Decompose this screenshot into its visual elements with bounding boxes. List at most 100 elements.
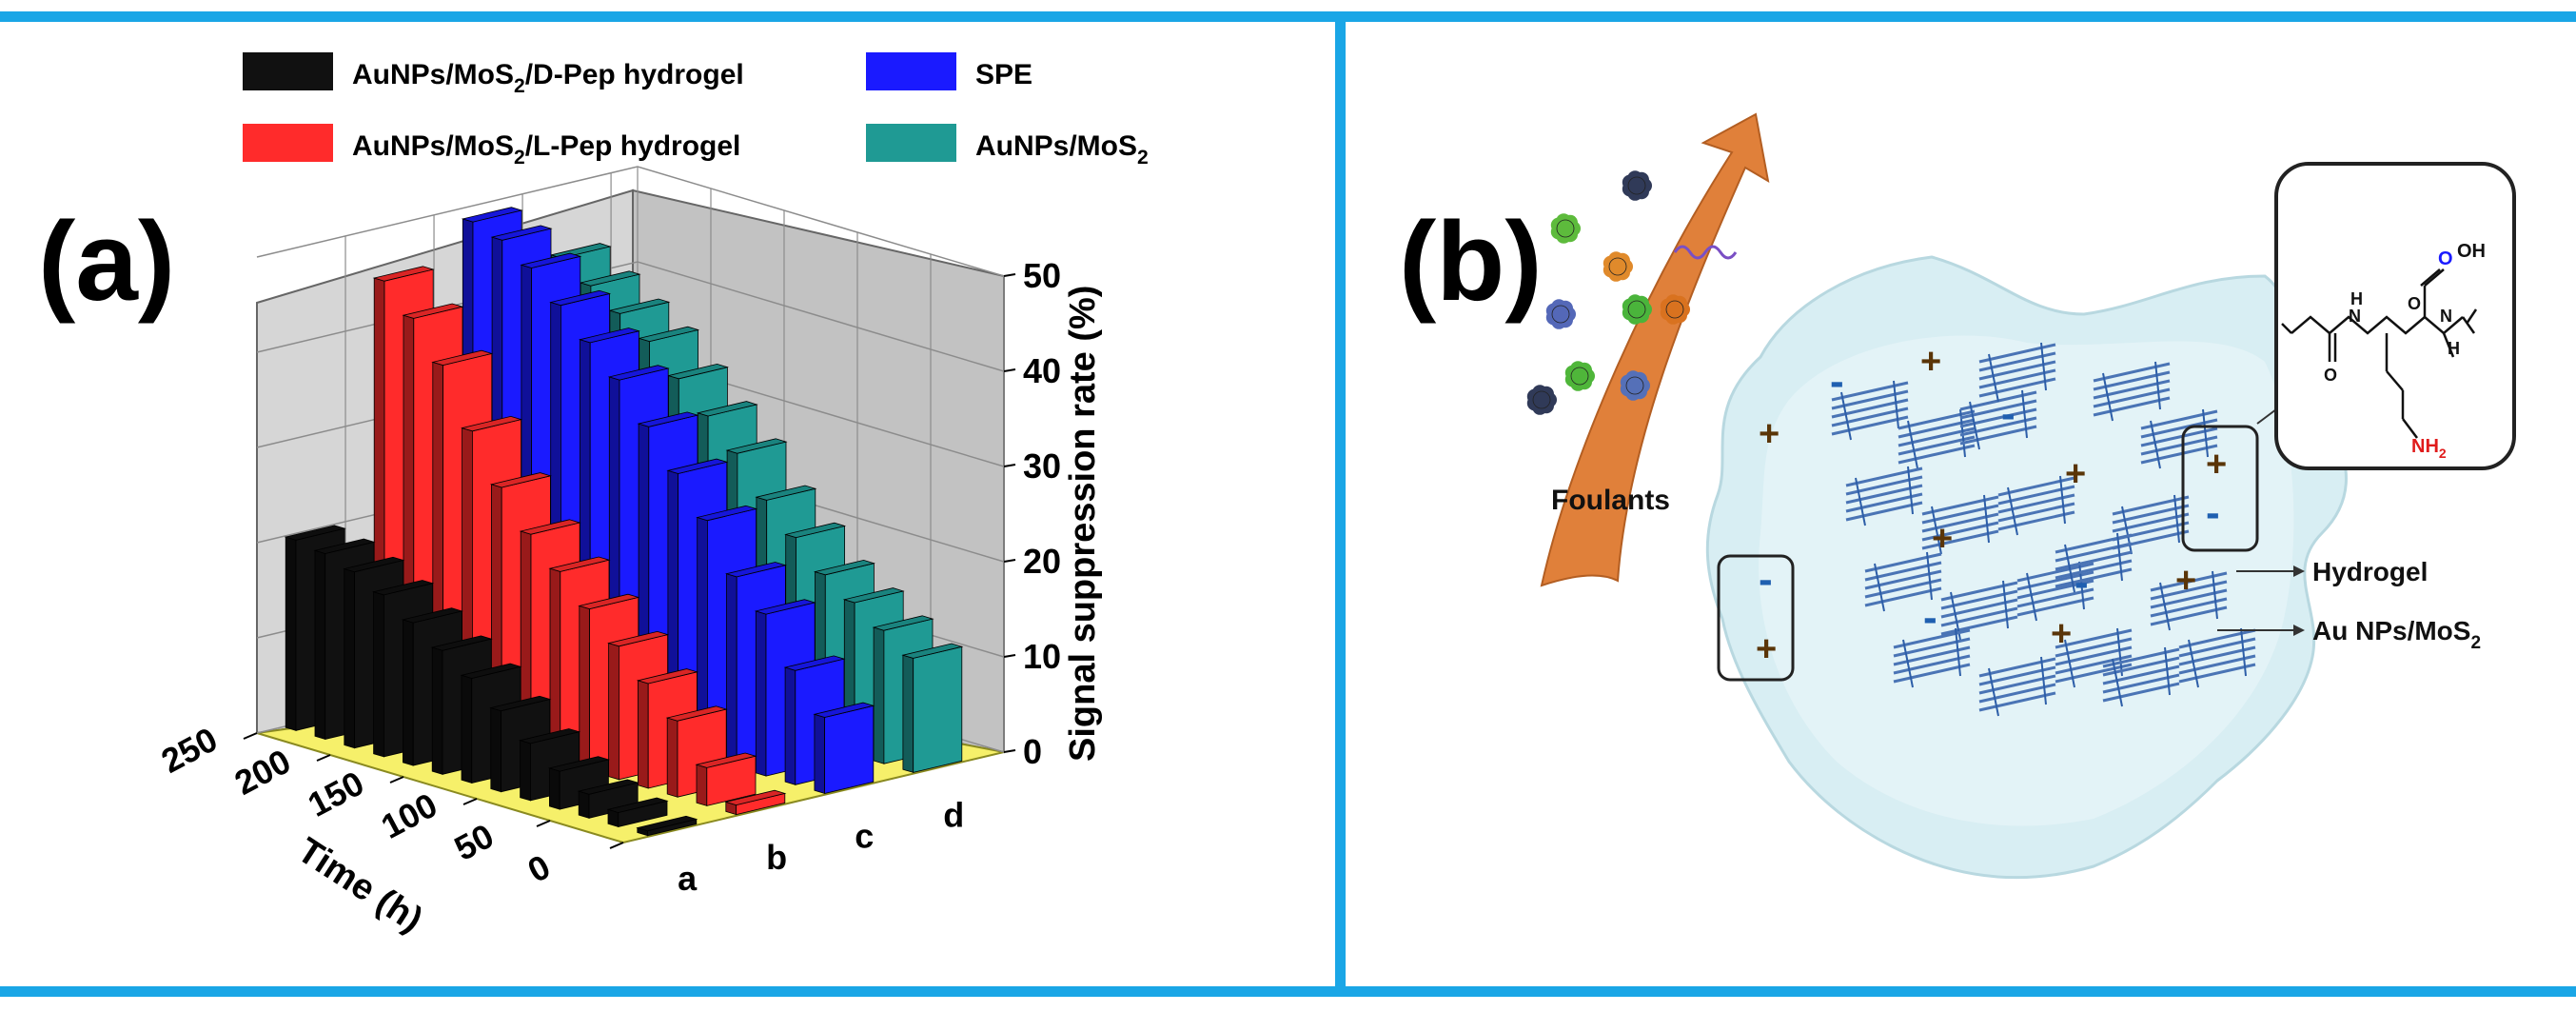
nanosheet-layer	[1831, 407, 1909, 427]
bar-top	[460, 663, 522, 679]
bar-a-t0	[636, 815, 698, 837]
nanosheet-tether	[1855, 477, 1866, 526]
bar-top	[724, 789, 787, 806]
nanosheet-layer	[1978, 683, 2056, 704]
foulant-particle	[1545, 299, 1576, 329]
nanosheet-layer	[2140, 435, 2218, 456]
legend-label-d-pep: AuNPs/MoS2/D-Pep hydrogel	[352, 59, 744, 97]
bar-top	[431, 349, 494, 367]
nanosheet-layer	[1864, 552, 1942, 573]
time-tick-200: 200	[228, 742, 297, 803]
bar-top	[724, 562, 787, 578]
nanosheet-tether	[2240, 627, 2247, 677]
foulant-strand	[1673, 245, 1738, 260]
bar-side	[784, 666, 796, 785]
chart-bars	[284, 207, 964, 837]
bar-top	[754, 599, 816, 615]
negative-charge-marker: -	[1830, 358, 1844, 405]
chart-legend: AuNPs/MoS2/D-Pep hydrogel SPE AuNPs/MoS2…	[243, 52, 1149, 169]
nanosheet-tether	[2040, 656, 2047, 705]
nanosheet-layer	[1940, 606, 2018, 627]
sample-tick-c: c	[855, 817, 874, 856]
figure-frame	[0, 11, 2576, 997]
au-nps-label: Au NPs/MoS2	[2312, 616, 2481, 653]
nanosheet-stack	[1831, 380, 1909, 441]
bar-top	[284, 525, 346, 541]
nanosheet-tether	[2159, 582, 2171, 631]
bar-top	[579, 270, 641, 287]
z-tick-30: 30	[1023, 446, 1061, 486]
nanosheet-layer	[1845, 501, 1923, 522]
foulant-particle	[1564, 361, 1595, 391]
nanosheet-stack	[1940, 580, 2018, 641]
panel-a-label: (a)	[38, 199, 175, 325]
nanosheet-layer	[2178, 654, 2256, 675]
legend-swatch-spe	[866, 52, 956, 90]
foulant-particle	[1603, 251, 1633, 282]
z-tick-50: 50	[1023, 256, 1061, 295]
bar-top	[372, 580, 435, 596]
nanosheet-layer	[1940, 615, 2018, 636]
nanosheet-layer	[1864, 586, 1942, 607]
z-tick-mark	[1003, 559, 1016, 563]
time-tick-150: 150	[302, 764, 370, 824]
nanosheet-layer	[2140, 409, 2218, 430]
au-nps-callout: Au NPs/MoS2	[2217, 616, 2481, 653]
sample-tick-b: b	[766, 838, 787, 877]
time-tick-50: 50	[448, 816, 501, 868]
nanosheet-layer	[2150, 605, 2228, 626]
legend-label-l-pep: AuNPs/MoS2/L-Pep hydrogel	[352, 130, 740, 169]
nanosheet-tether	[2078, 561, 2085, 610]
nanosheet-stack	[2055, 532, 2133, 593]
nanosheet-tether	[2040, 342, 2047, 391]
bar-side	[431, 646, 443, 775]
positive-charge-marker: +	[2051, 614, 2072, 654]
structure-bonds	[2281, 268, 2478, 439]
nanosheet-layer	[1921, 521, 1999, 542]
nanosheet-layer	[2150, 597, 2228, 618]
bar-c-t0	[813, 702, 875, 795]
legend-swatch-aunps-mos2	[866, 124, 956, 162]
z-tick-mark	[1003, 654, 1016, 658]
bar-top	[842, 587, 905, 604]
bar-top	[489, 695, 552, 712]
bar-side	[578, 790, 590, 819]
bar-top	[577, 779, 639, 795]
nanosheet-tether	[1907, 466, 1914, 515]
panel-b-label: (b)	[1399, 199, 1543, 325]
bar-top	[461, 207, 523, 223]
nanosheet-tether	[1874, 563, 1885, 612]
foulant-core	[1665, 300, 1684, 319]
bar-top	[578, 327, 640, 344]
nanosheet-layer	[1978, 657, 2056, 678]
au-nps-mos2-stacks	[1831, 342, 2256, 717]
nanosheet-tether	[1969, 401, 1980, 450]
bar-top	[813, 702, 875, 718]
frame-top	[0, 11, 2576, 22]
foulant-core	[1625, 376, 1644, 395]
bar-side	[814, 713, 825, 795]
nanosheet-layer	[2140, 444, 2218, 465]
foulant-particle	[1550, 213, 1581, 244]
frame-divider	[1335, 11, 1346, 997]
nanosheet-tether	[1840, 391, 1852, 441]
nanosheet-stack	[1893, 627, 1971, 688]
bar-front	[824, 704, 875, 795]
bar-side	[873, 626, 885, 764]
bar-top	[666, 458, 729, 474]
nanosheet-tether	[1988, 353, 1999, 403]
nanosheet-layer	[2055, 628, 2133, 649]
nanosheet-tether	[1893, 380, 1899, 429]
nanosheet-tether	[2112, 658, 2123, 707]
positive-charge-marker: +	[1759, 414, 1780, 454]
foulant-core	[1608, 257, 1627, 276]
foulant-core	[1627, 176, 1646, 195]
positive-charge-marker: +	[2206, 445, 2227, 485]
x-axis-label: Time (h)	[290, 830, 429, 940]
z-tick-mark	[1003, 464, 1016, 467]
nanosheet-tether	[2002, 580, 2009, 629]
panel-a: (a) AuNPs/MoS2/D-Pep hydrogel SPE AuNPs/…	[38, 52, 1149, 941]
bar-top	[489, 472, 552, 488]
zoom-connector	[2256, 408, 2277, 425]
nanosheet-stack	[2150, 570, 2228, 631]
